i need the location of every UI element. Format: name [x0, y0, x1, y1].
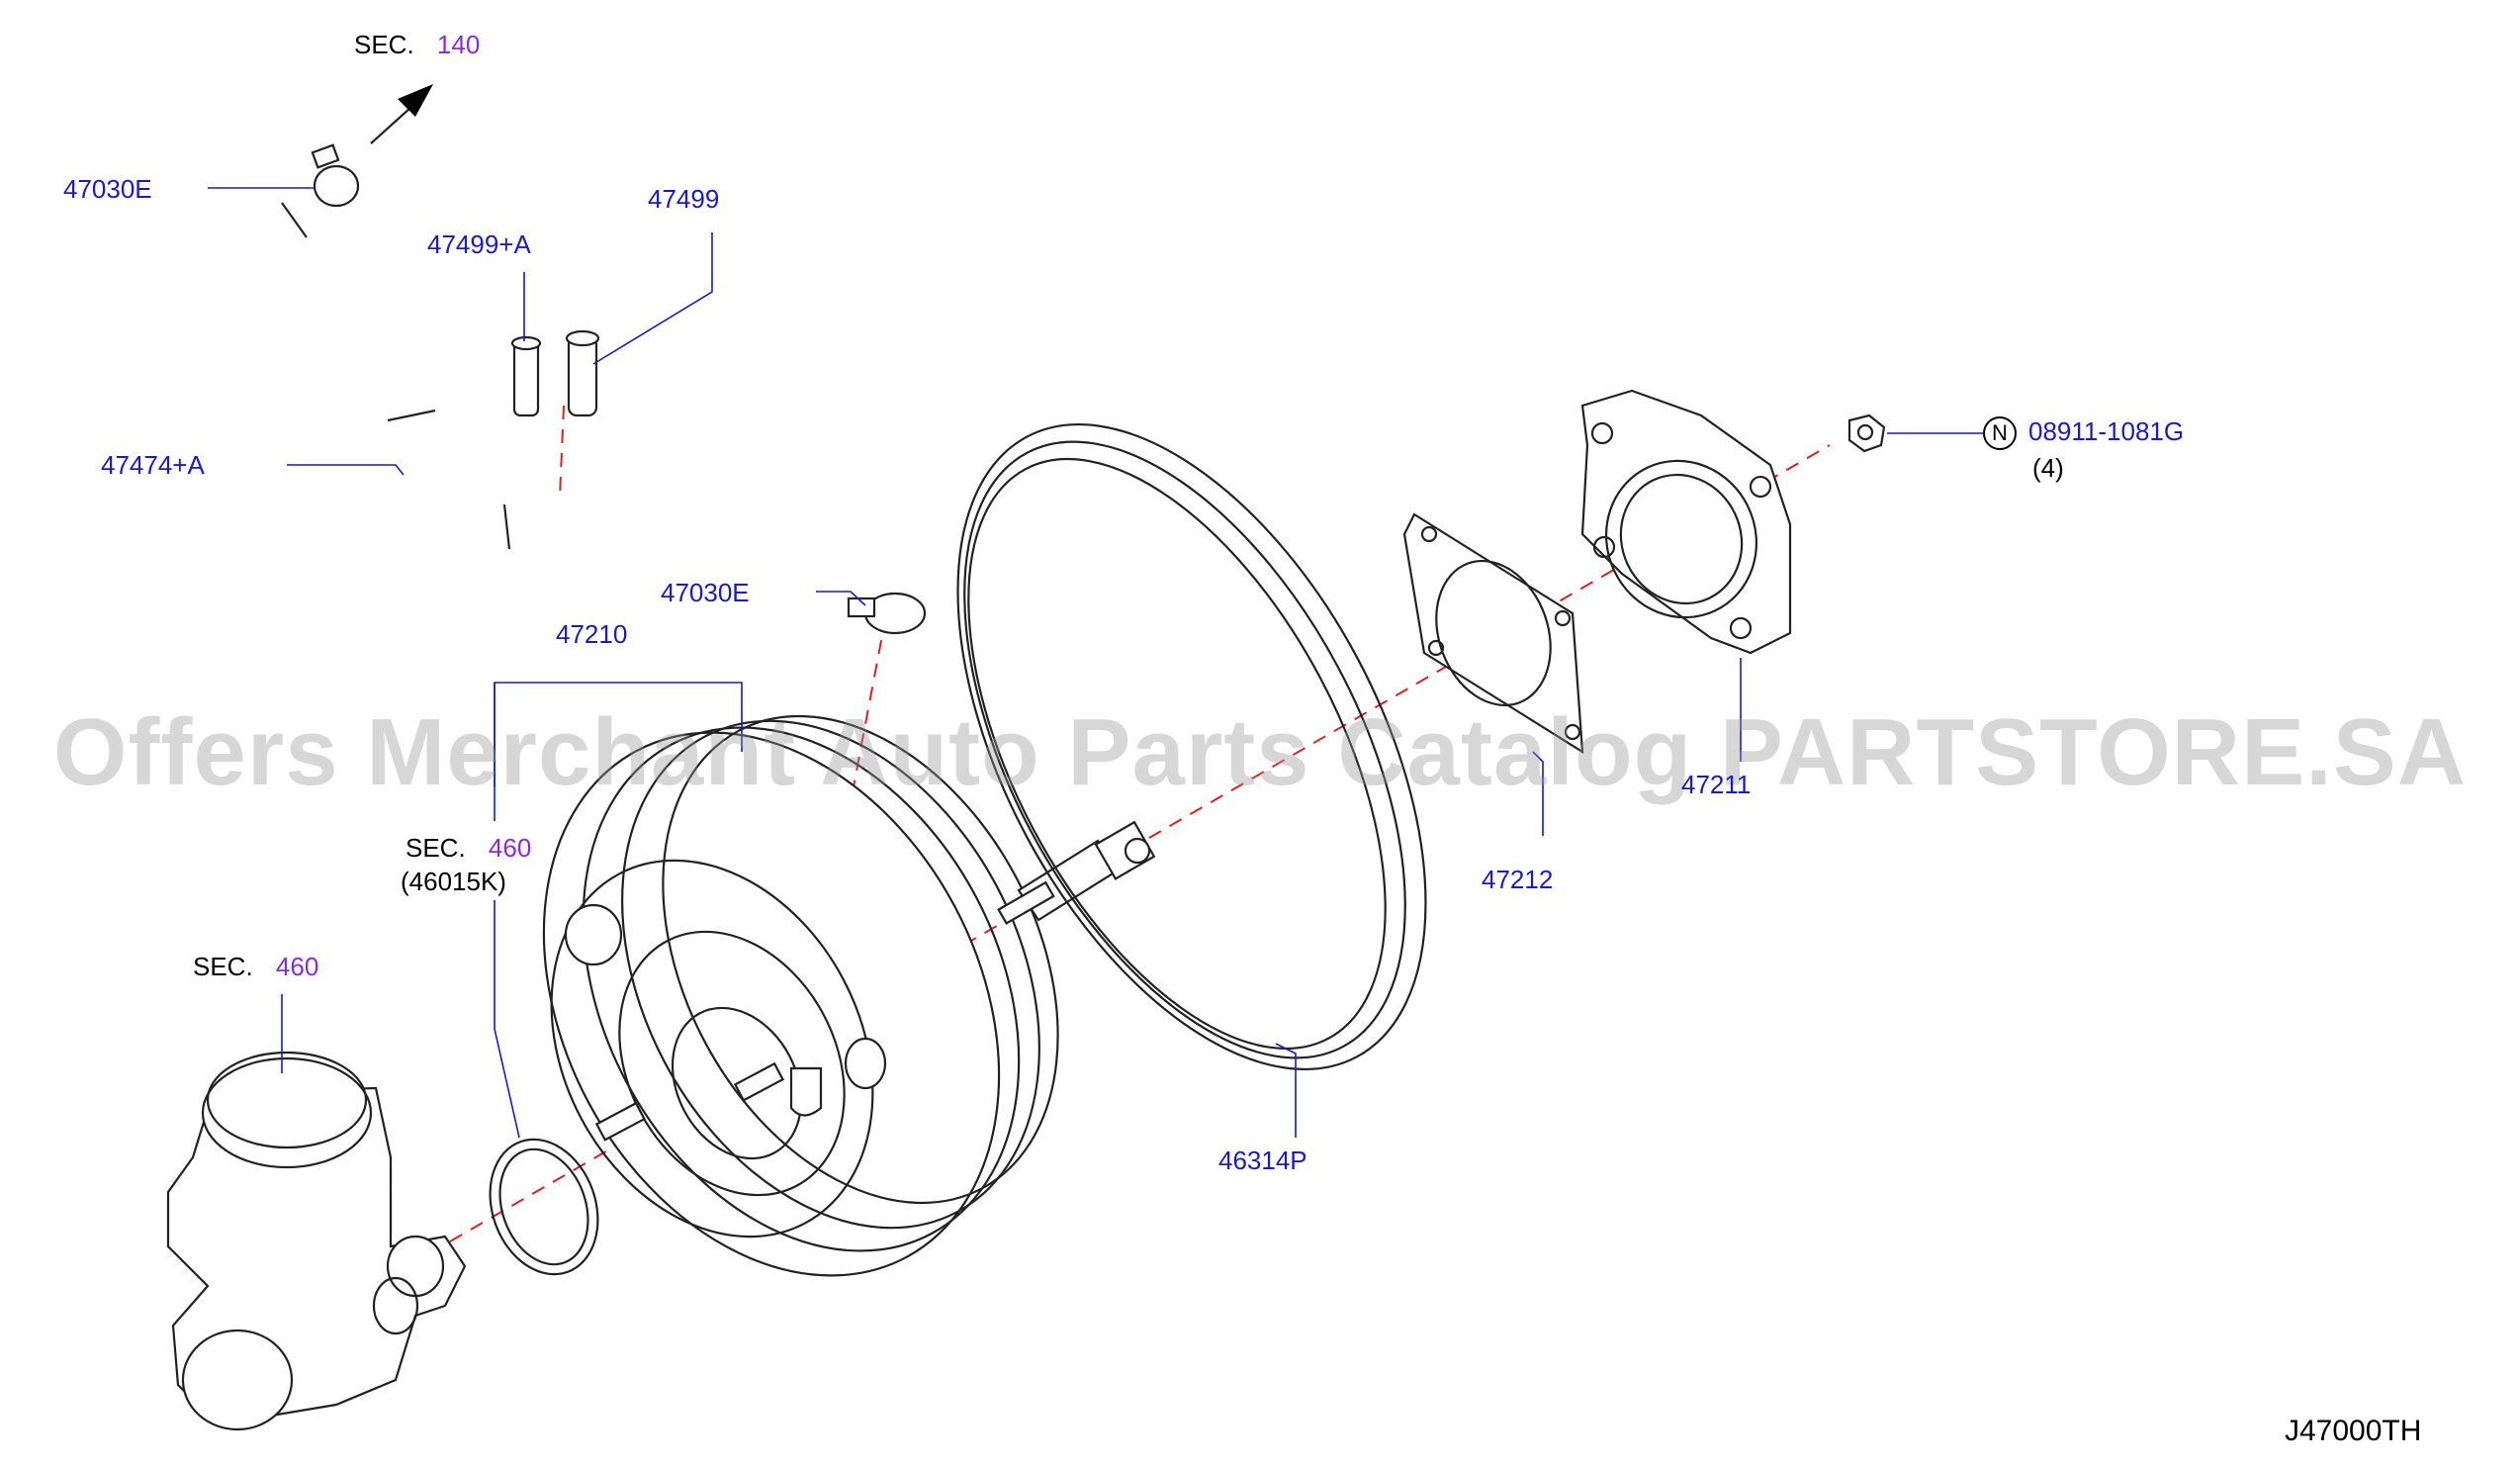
n-symbol-icon: N: [1983, 416, 2017, 451]
section-prefix: SEC.: [354, 30, 414, 59]
grommet-47499a[interactable]: [510, 335, 542, 417]
section-number: 460: [488, 833, 532, 863]
seal-ring-46314p[interactable]: [861, 348, 1523, 1145]
bolt-quantity: (4): [2032, 453, 2064, 483]
part-label-47474a[interactable]: 47474+A: [101, 450, 205, 480]
part-label-47030e-top[interactable]: 47030E: [63, 174, 152, 204]
watermark: Offers Merchant Auto Parts Catalog PARTS…: [52, 699, 2468, 805]
part-label-46314p[interactable]: 46314P: [1218, 1146, 1307, 1175]
section-number: 140: [436, 30, 481, 59]
section-ref-140[interactable]: SEC. 140: [354, 30, 480, 59]
section-prefix: SEC.: [193, 952, 253, 981]
o-ring-46015k[interactable]: [472, 1124, 616, 1289]
nut-08911[interactable]: [1847, 413, 1886, 453]
part-label-47499a[interactable]: 47499+A: [427, 229, 531, 259]
section-number: 460: [275, 952, 319, 981]
hose-clamp-top[interactable]: [311, 143, 360, 208]
part-label-bolt[interactable]: N 08911-1081G: [1983, 416, 2185, 451]
diagram-code: J47000TH: [2285, 1415, 2422, 1447]
part-label-47210[interactable]: 47210: [556, 619, 628, 649]
leader-lines: [208, 187, 1983, 1139]
sec140-arrow: [370, 84, 433, 144]
spacer-47211[interactable]: [1580, 389, 1792, 655]
part-label-47211[interactable]: 47211: [1681, 770, 1752, 799]
master-cylinder[interactable]: [166, 1051, 467, 1431]
section-sub-46015k: (46015K): [401, 867, 506, 896]
gasket-47212[interactable]: [1402, 512, 1584, 755]
bolt-part-number: 08911-1081G: [2028, 416, 2185, 446]
part-label-47030e-mid[interactable]: 47030E: [661, 578, 750, 607]
part-label-47499[interactable]: 47499: [648, 184, 720, 214]
section-ref-460-a[interactable]: SEC. 460: [405, 833, 531, 863]
section-prefix: SEC.: [405, 833, 466, 863]
part-label-47212[interactable]: 47212: [1482, 865, 1554, 894]
grommet-47499[interactable]: [565, 329, 600, 417]
vacuum-hose[interactable]: [177, 195, 925, 575]
brake-booster[interactable]: [453, 648, 1156, 1355]
hose-clamp-mid[interactable]: [847, 592, 927, 635]
section-ref-460-b[interactable]: SEC. 460: [193, 952, 318, 981]
